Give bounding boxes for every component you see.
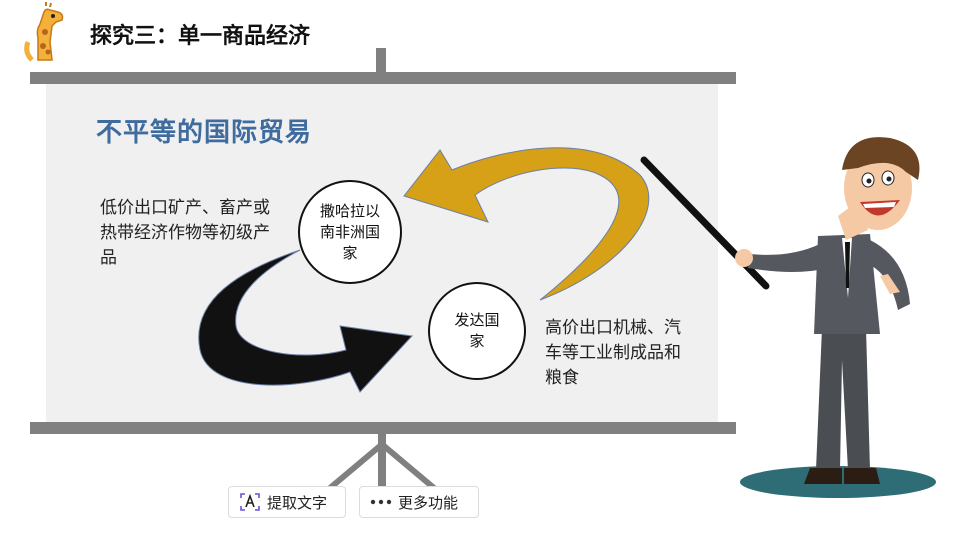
sub-saharan-africa-label: 撒哈拉以南非洲国家 — [319, 201, 380, 262]
giraffe-icon — [24, 2, 64, 62]
page-title: 探究三：单一商品经济 — [90, 24, 311, 49]
board-title: 不平等的国际贸易 — [96, 118, 313, 148]
export-industrial-products-text: 高价出口机械、汽车等工业制成品和粮食 — [545, 318, 681, 388]
black-arrow — [198, 249, 414, 393]
sub-saharan-africa-circle: 撒哈拉以南非洲国家 — [298, 180, 402, 284]
more-functions-button[interactable]: 更多功能 — [359, 486, 479, 518]
developed-countries-label: 发达国家 — [454, 311, 500, 350]
more-icon — [370, 498, 392, 506]
more-functions-label: 更多功能 — [398, 493, 459, 512]
extract-text-label: 提取文字 — [267, 493, 328, 512]
developed-countries-circle: 发达国家 — [428, 282, 526, 380]
gold-arrow — [403, 147, 650, 301]
extract-text-icon — [239, 492, 261, 512]
export-primary-products-text: 低价出口矿产、畜产或热带经济作物等初级产品 — [100, 198, 270, 268]
presenter-illustration — [735, 137, 936, 498]
extract-text-button[interactable]: 提取文字 — [228, 486, 346, 518]
